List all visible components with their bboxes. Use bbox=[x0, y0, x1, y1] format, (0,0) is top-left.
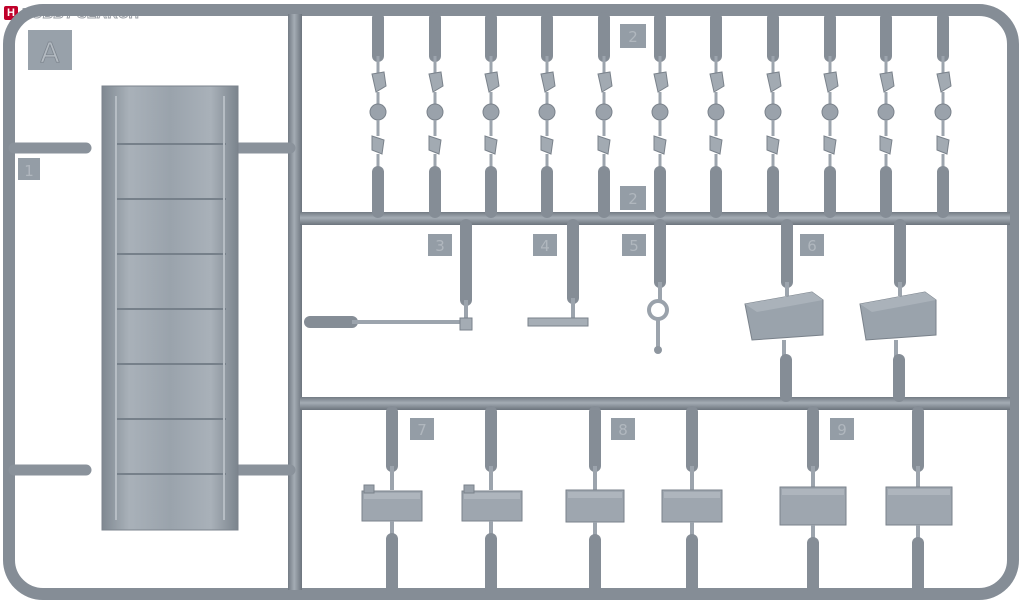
part-3-tag bbox=[428, 234, 452, 256]
part-4-tag bbox=[533, 234, 557, 256]
part-6-number: 6 bbox=[807, 237, 817, 255]
link-part bbox=[595, 12, 613, 218]
bottom-plates bbox=[361, 406, 953, 594]
part-5-number: 5 bbox=[629, 237, 639, 255]
plate-part bbox=[565, 406, 625, 594]
part-3-number: 3 bbox=[435, 237, 445, 255]
sprue-letter: A bbox=[40, 36, 59, 69]
sprue-divider bbox=[288, 14, 302, 590]
part-4-bracket bbox=[527, 219, 589, 327]
part-6-box-right bbox=[859, 219, 937, 402]
part-7-tag bbox=[410, 418, 434, 440]
part-1-tag bbox=[18, 158, 40, 180]
link-part bbox=[482, 12, 500, 218]
sprue-letter-plate bbox=[28, 30, 72, 70]
plate-part bbox=[885, 406, 953, 594]
part-2-number-bottom: 2 bbox=[628, 190, 638, 208]
part-2-tag-bottom bbox=[620, 186, 646, 210]
part-2-tag-top bbox=[620, 24, 646, 48]
link-part bbox=[426, 12, 444, 218]
part-5-tag bbox=[622, 234, 646, 256]
part-3-handle bbox=[304, 219, 473, 331]
part-6-box-left bbox=[744, 219, 824, 402]
part-7-number: 7 bbox=[417, 421, 427, 439]
link-part bbox=[821, 12, 839, 218]
plate-part bbox=[661, 406, 723, 594]
link-part bbox=[934, 12, 952, 218]
part-1-trough bbox=[8, 85, 296, 531]
link-part bbox=[651, 12, 669, 218]
plate-part bbox=[361, 406, 423, 594]
runner-lower bbox=[300, 397, 1010, 410]
part-8-number: 8 bbox=[618, 421, 628, 439]
link-part bbox=[707, 12, 725, 218]
part-5-ring bbox=[647, 219, 669, 354]
link-part bbox=[764, 12, 782, 218]
part-2-links bbox=[369, 12, 952, 218]
link-part bbox=[538, 12, 556, 218]
part-9-number: 9 bbox=[837, 421, 847, 439]
part-9-tag bbox=[830, 418, 854, 440]
link-part bbox=[369, 12, 387, 218]
plate-part bbox=[461, 406, 523, 594]
part-2-number-top: 2 bbox=[628, 28, 638, 46]
part-8-tag bbox=[611, 418, 635, 440]
sprue-frame bbox=[3, 4, 1019, 600]
part-1-number: 1 bbox=[24, 162, 34, 180]
plate-part bbox=[779, 406, 847, 594]
part-6-tag bbox=[800, 234, 824, 256]
link-part bbox=[877, 12, 895, 218]
part-4-number: 4 bbox=[540, 237, 550, 255]
